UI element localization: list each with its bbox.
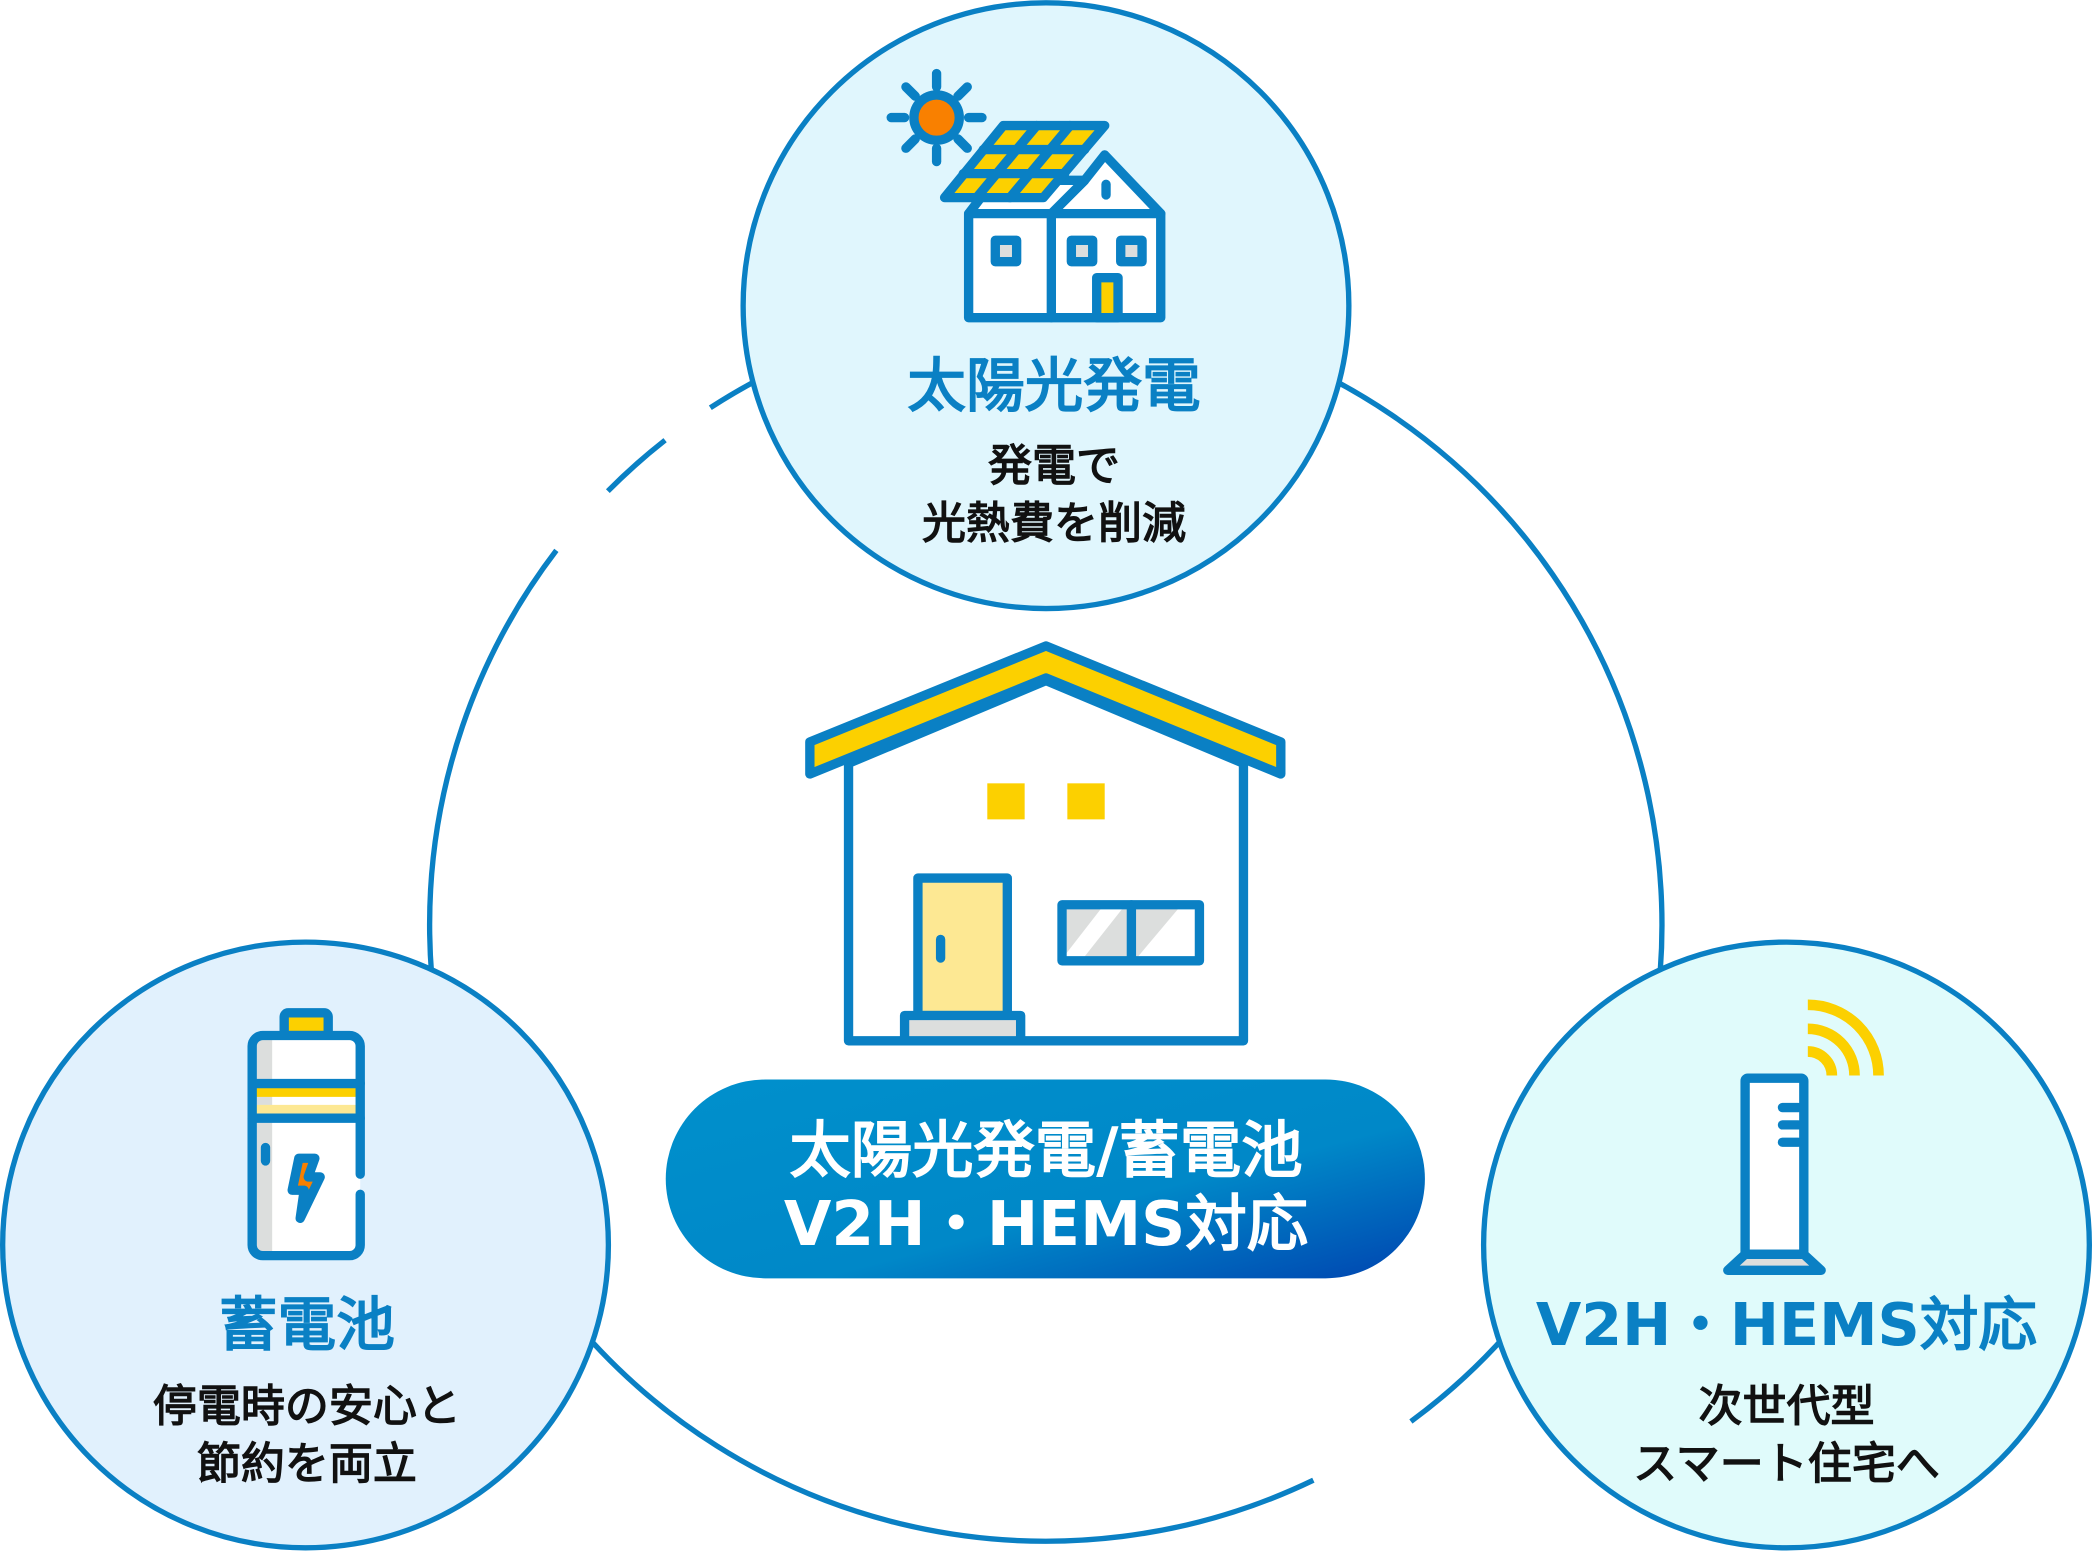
wifi-router-icon	[1723, 999, 1884, 1275]
hems-node: V2H・HEMS対応 次世代型 スマート住宅へ	[1480, 939, 2092, 1551]
battery-desc-line-1: 停電時の安心と	[153, 1381, 461, 1432]
solar-desc-line-2: 光熱費を削減	[922, 498, 1186, 549]
solar-panel-icon	[939, 120, 1110, 203]
center-label: 太陽光発電/蓄電池 V2H・HEMS対応	[665, 1079, 1425, 1279]
battery-desc-line-2: 節約を両立	[197, 1438, 417, 1489]
attic-window	[987, 783, 1025, 820]
house-icon	[805, 641, 1286, 1046]
doorstep	[899, 1010, 1026, 1046]
battery-title: 蓄電池	[219, 1291, 395, 1359]
center-label-line-2: V2H・HEMS対応	[784, 1189, 1308, 1260]
solar-node: 太陽光発電 発電で 光熱費を削減	[740, 0, 1352, 612]
solar-house-icon	[886, 68, 1166, 323]
wifi-icon	[1807, 999, 1884, 1076]
hems-title: V2H・HEMS対応	[1536, 1291, 2038, 1359]
window	[1057, 900, 1205, 966]
hems-desc-line-1: 次世代型	[1698, 1381, 1874, 1432]
solar-desc-line-1: 発電で	[987, 440, 1120, 491]
center-label-line-1: 太陽光発電/蓄電池	[789, 1116, 1302, 1187]
battery-node: 蓄電池 停電時の安心と 節約を両立	[0, 939, 611, 1551]
hems-desc-line-2: スマート住宅へ	[1633, 1438, 1940, 1489]
sun-icon	[886, 68, 987, 167]
battery-icon	[247, 1008, 365, 1261]
door	[913, 873, 1012, 1021]
solar-title: 太陽光発電	[907, 352, 1200, 420]
attic-window	[1067, 783, 1105, 820]
lightning-icon	[287, 1153, 325, 1223]
